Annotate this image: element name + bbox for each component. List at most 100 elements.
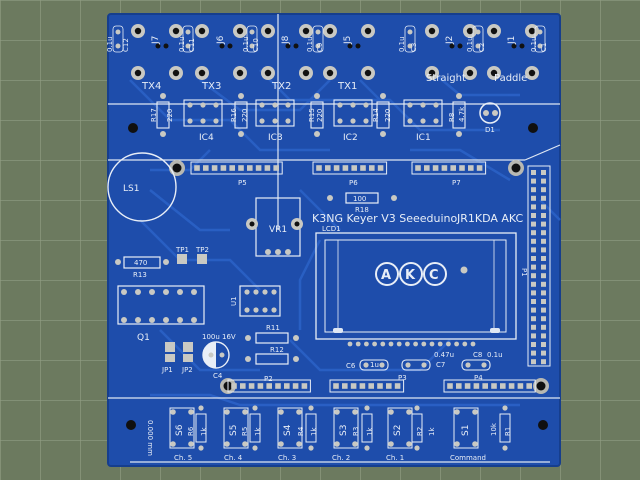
resistor-r13 (115, 256, 169, 269)
label-ch2: Ch. 2 (332, 454, 350, 462)
label-r2: R2 (416, 427, 424, 436)
label-p1: P1 (520, 268, 528, 277)
ic-body-0 (183, 99, 223, 127)
label-s5: S5 (229, 425, 239, 436)
label-c10-val: 0.1u (242, 36, 250, 52)
label-r17-val: 220 (166, 109, 174, 122)
label-j8: J8 (281, 35, 291, 45)
label-s4: S4 (283, 424, 293, 436)
label-jp2: JP2 (181, 366, 193, 374)
switch-row (169, 405, 511, 451)
top-capacitors (112, 25, 546, 53)
label-r13-val: 470 (134, 259, 147, 267)
label-c2: C2 (478, 43, 486, 52)
label-s1: S1 (461, 425, 471, 436)
label-r16-val: 220 (241, 109, 249, 122)
speaker-outline (107, 152, 177, 222)
label-r12: R12 (270, 346, 284, 354)
logo-letter-c: C (429, 268, 439, 283)
switch-block-2 (277, 405, 317, 451)
header-p2 (227, 379, 311, 393)
label-p6: P6 (349, 179, 358, 187)
header-p7 (411, 161, 487, 175)
label-c11-val: 0.1u (178, 36, 186, 52)
capacitor-c4 (202, 341, 230, 369)
label-tx1: TX1 (337, 81, 357, 92)
label-r5: R5 (241, 427, 249, 436)
label-r1: R1 (504, 427, 512, 436)
header-p1 (527, 165, 551, 367)
label-u1: U1 (230, 296, 238, 306)
header-p6 (312, 161, 388, 175)
label-j7: J7 (151, 36, 161, 45)
label-r11: R11 (266, 324, 280, 332)
test-points (177, 254, 207, 264)
label-r18-val: 100 (353, 195, 366, 203)
label-p7: P7 (452, 179, 461, 187)
switch-block-3 (333, 405, 373, 451)
label-ls1: LS1 (123, 184, 139, 194)
top-cap-1 (182, 25, 194, 53)
label-c2-val: 0.1u (466, 36, 474, 52)
resistor-r18 (327, 192, 397, 204)
label-j2: J2 (445, 36, 455, 45)
board-title: K3NG Keyer V3 Seeeduino (312, 212, 457, 225)
label-r16: R16 (230, 108, 238, 122)
label-d1: D1 (485, 126, 495, 134)
label-ic2: IC2 (343, 133, 358, 143)
label-tp2: TP2 (195, 246, 209, 254)
label-c10: C10 (252, 38, 260, 52)
label-r3-val: 1k (366, 427, 374, 436)
top-res-3 (376, 93, 390, 137)
top-cap-6 (534, 25, 546, 53)
label-r17: R17 (150, 108, 158, 122)
label-c9: C9 (316, 43, 324, 52)
top-cap-2 (246, 25, 258, 53)
label-tx3: TX3 (201, 81, 221, 92)
switch-block-5 (453, 405, 511, 451)
top-cap-3 (312, 25, 324, 53)
label-p2: P2 (264, 375, 273, 383)
led-d1 (479, 102, 501, 124)
jack-4 (425, 24, 477, 80)
label-r4-val: 1k (310, 427, 318, 436)
label-vr1: VR1 (269, 225, 287, 235)
ic-body-1 (255, 99, 295, 127)
label-j6: J6 (216, 35, 226, 45)
label-tx4: TX4 (141, 81, 161, 92)
top-cap-5 (472, 25, 484, 53)
resistors-r11-r12 (245, 332, 299, 365)
label-straight: Straight (426, 73, 466, 84)
label-r18: R18 (355, 206, 369, 214)
label-j1: J1 (507, 36, 517, 45)
silkscreen-text: J7 J6 J8 J5 J2 J1 C12 0.1u C11 0.1u C10 … (106, 35, 548, 462)
label-c1: C1 (540, 43, 548, 52)
header-pins-bottom (227, 379, 536, 393)
label-q1: Q1 (137, 333, 150, 343)
label-s3: S3 (339, 425, 349, 436)
logo-letter-k: K (405, 268, 416, 283)
label-lcd1: LCD1 (322, 225, 341, 233)
ic-u1 (239, 285, 281, 317)
label-c4: C4 (213, 372, 223, 380)
q1-footprint (117, 285, 205, 325)
switch-block-1 (223, 405, 261, 451)
lcd-pins (347, 341, 476, 347)
label-p4: P4 (474, 374, 483, 382)
label-r14: R14 (372, 108, 380, 122)
label-edge: 0.000 mm (146, 420, 154, 456)
label-c1-val: 0.1u (530, 36, 538, 52)
label-p5: P5 (238, 179, 247, 187)
lcd-footprint (315, 232, 517, 340)
audio-jacks (131, 24, 539, 80)
label-jp1: JP1 (161, 366, 173, 374)
label-c12: C12 (122, 38, 130, 52)
label-r15: R15 (308, 108, 316, 122)
label-c8: C8 (473, 351, 482, 359)
jack-0 (131, 24, 183, 80)
label-r1-val: 10k (490, 422, 498, 436)
jack-3 (323, 24, 375, 80)
label-ic1: IC1 (416, 133, 431, 143)
label-r14-val: 220 (384, 109, 392, 122)
